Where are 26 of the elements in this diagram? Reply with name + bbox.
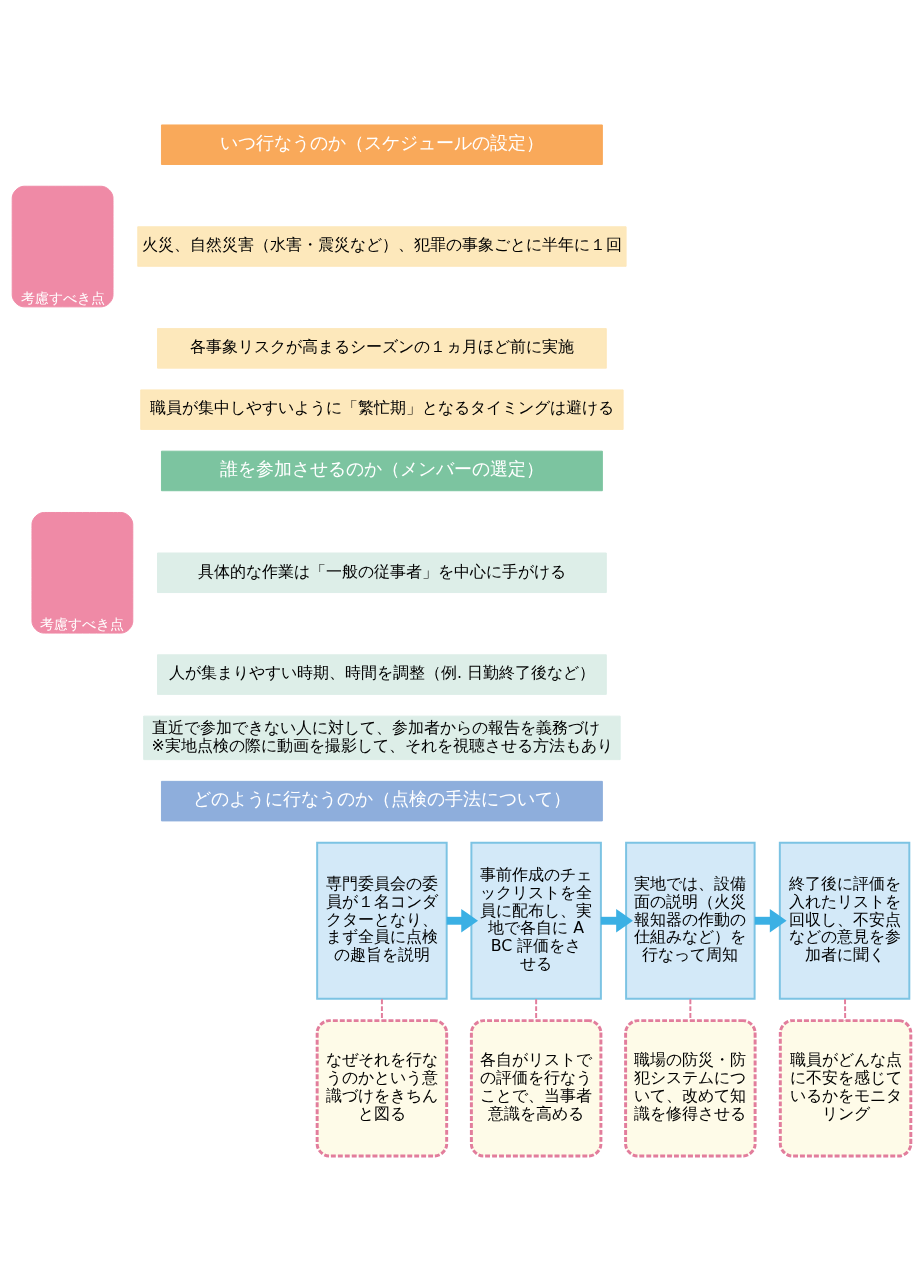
node-box: 具体的な作業は「一般の従事者」を中心に手がける <box>157 552 607 593</box>
node-box: 専門委員会の委員が１名コンダクターとなり、まず全員に点検の趣旨を説明 <box>316 841 448 1000</box>
node-box: 考慮すべき点 <box>11 185 114 307</box>
node-box: どのように行なうのか（点検の手法について） <box>160 780 603 821</box>
node-box: 職員がどんな点に不安を感じているかをモニタリング <box>778 1018 913 1158</box>
arrow <box>754 908 787 933</box>
node-box: 各自がリストでの評価を行なうことで、当事者意識を高める <box>469 1018 603 1158</box>
node-box: 考慮すべき点 <box>31 511 134 634</box>
connector <box>380 997 383 1021</box>
node-box: 直近で参加できない人に対して、参加者からの報告を義務づけ ※実地点検の際に動画を撮影して、それを視聴させる方法もあり <box>143 715 621 760</box>
node-box: 火災、自然災害（水害・震災など）、犯罪の事象ごとに半年に１回 <box>137 225 627 267</box>
node-box: 各事象リスクが高まるシーズンの１ヵ月ほど前に実施 <box>157 327 607 369</box>
node-box: 人が集まりやすい時期、時間を調整（例. 日勤終了後など） <box>157 653 607 695</box>
node-box: 実地では、設備面の説明（火災報知器の作動の仕組みなど）を行なって周知 <box>625 841 756 1000</box>
connector <box>535 997 538 1021</box>
connector <box>689 997 692 1021</box>
node-box: 終了後に評価を入れたリストを回収し、不安点などの意見を参加者に聞く <box>778 841 911 1000</box>
node-box: 誰を参加させるのか（メンバーの選定） <box>160 450 603 491</box>
node-box: いつ行なうのか（スケジュールの設定） <box>160 123 603 165</box>
node-box: 職場の防災・防犯システムについて、改めて知識を修得させる <box>624 1018 757 1158</box>
arrow <box>446 908 479 933</box>
node-box: 職員が集中しやすいように「繁忙期」となるタイミングは避ける <box>140 388 624 430</box>
node-box: 事前作成のチェックリストを全員に配布し、実地で各自に ABC 評価をさせる <box>470 841 602 1000</box>
connector <box>844 997 847 1021</box>
node-box: なぜそれを行なうのかという意識づけをきちんと図る <box>315 1018 449 1158</box>
arrow <box>600 908 633 933</box>
